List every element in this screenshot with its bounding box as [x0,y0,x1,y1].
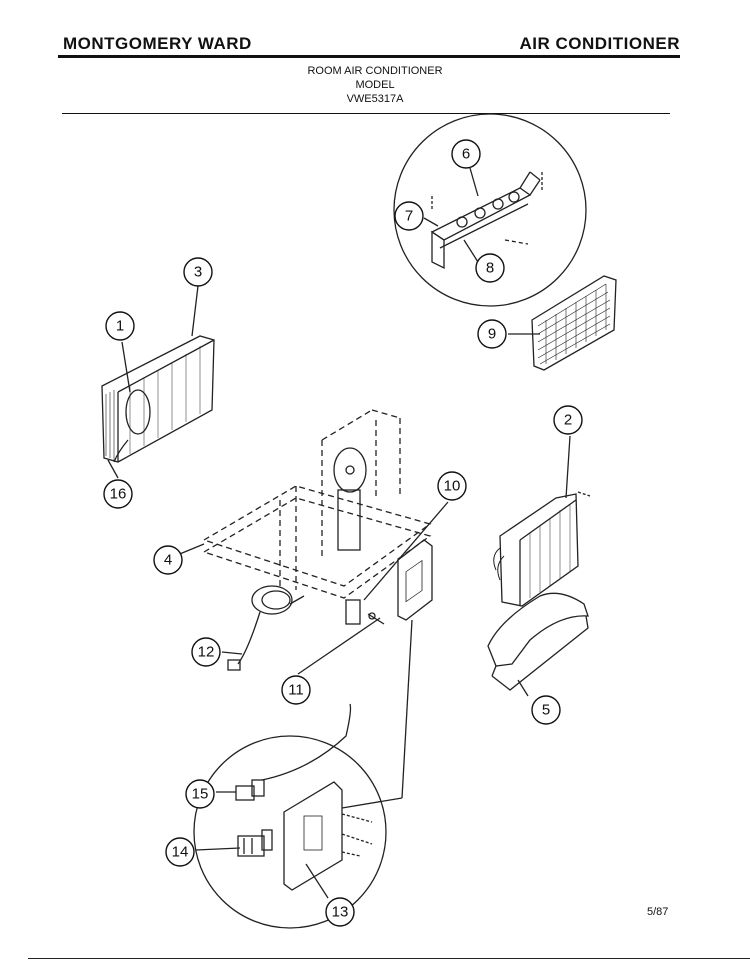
callout-label-1: 1 [116,318,124,335]
bottom-rule [28,958,750,959]
callout-label-13: 13 [332,904,349,921]
revision-date: 5/87 [647,906,669,918]
subtitle-line-1: ROOM AIR CONDITIONER [307,65,443,77]
drain-pan [487,592,589,691]
callout-8 [475,253,505,283]
switch-15 [235,703,352,801]
callout-label-5: 5 [542,702,550,719]
detail-circle-electrical [193,735,387,929]
callout-9 [477,319,507,349]
callout-label-11: 11 [288,682,304,699]
callout-label-9: 9 [488,326,496,343]
subtitle-line-2: MODEL [355,79,395,91]
callout-7 [394,201,424,231]
callout-11 [281,675,311,705]
brand-name: MONTGOMERY WARD [63,34,252,53]
callout-14 [165,837,195,867]
callout-5 [531,695,561,725]
callout-4 [153,545,183,575]
switch-14 [237,829,273,857]
callout-label-2: 2 [564,412,572,429]
power-cord [227,585,305,671]
cabinet-base [202,409,432,599]
callout-16 [103,479,133,509]
callout-2 [553,405,583,435]
callout-12 [191,637,221,667]
subtitle-rule [62,113,670,114]
evaporator-coil [101,335,215,463]
callout-label-6: 6 [462,146,470,163]
callout-label-4: 4 [164,552,172,569]
callout-6 [451,139,481,169]
control-bracket [430,171,543,270]
detail-circle-control [393,113,587,307]
control-box-panel [397,539,433,621]
product-category: AIR CONDITIONER [519,34,680,53]
callout-label-14: 14 [172,844,189,861]
callout-label-16: 16 [110,486,127,503]
electrical-panel [283,781,373,891]
callout-label-15: 15 [192,786,209,803]
callout-10 [437,471,467,501]
condenser-coil [493,491,591,607]
callout-label-8: 8 [486,260,494,277]
callout-1 [105,311,135,341]
relay-part [345,599,385,625]
fan-motor [333,447,367,551]
model-number: VWE5317A [346,93,404,105]
front-grille [531,275,617,371]
callout-label-12: 12 [198,644,215,661]
callout-3 [183,257,213,287]
callout-15 [185,779,215,809]
callout-label-7: 7 [405,208,413,225]
callout-label-10: 10 [444,478,461,495]
header-rule [58,55,680,58]
callout-label-3: 3 [194,264,202,281]
callout-13 [325,897,355,927]
